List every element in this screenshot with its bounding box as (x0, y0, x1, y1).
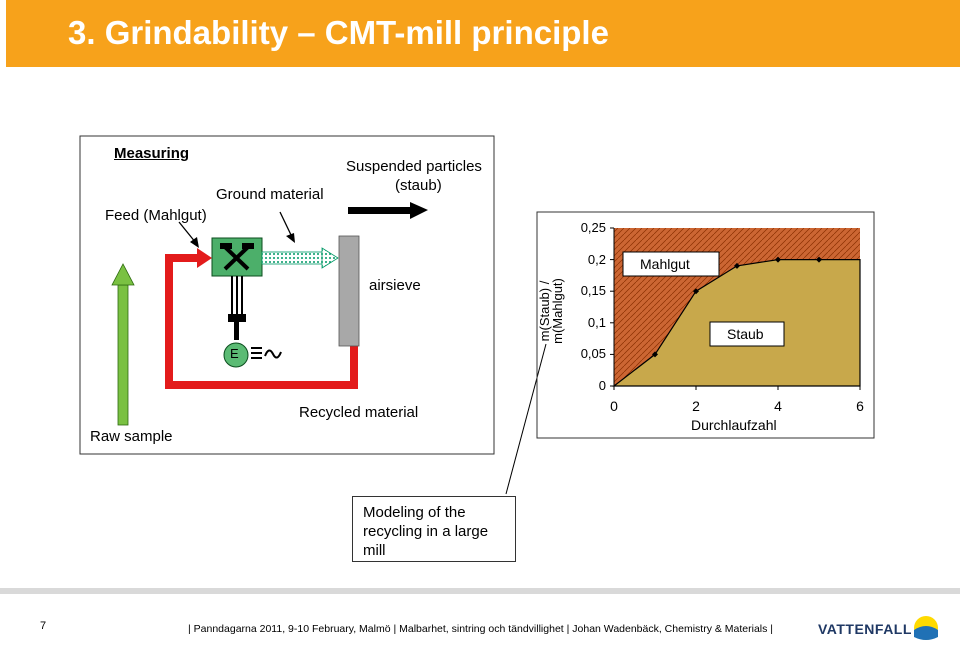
staub-annotation: Staub (727, 326, 764, 342)
measuring-heading: Measuring (114, 145, 190, 162)
footer-bar (0, 588, 960, 594)
x-tick-marks (613, 386, 861, 390)
diagram-frame (79, 135, 495, 455)
mill-block (211, 237, 263, 277)
mahlgut-box (622, 251, 720, 277)
recycle-loop (165, 248, 358, 389)
page-title: 3. Grindability – CMT-mill principle (68, 14, 609, 51)
y-tick-label: 0,1 (587, 314, 606, 330)
ground-material-pointer (279, 211, 295, 243)
y-tick-label: 0,15 (580, 283, 606, 299)
y-tick-label: 0,05 (580, 346, 606, 362)
data-marker (775, 256, 781, 263)
recycled-label: Recycled material (299, 404, 419, 421)
footer-info: Panndagarna 2011, 9-10 February, Malmö |… (193, 623, 774, 635)
vattenfall-logo-icon (914, 616, 938, 640)
footer-text: | Panndagarna 2011, 9-10 February, Malmö… (188, 623, 774, 635)
callout-line (505, 343, 547, 495)
raw-sample-arrow (111, 263, 135, 426)
y-tick-label: 0,25 (580, 220, 606, 235)
feed-pointer (178, 221, 199, 248)
chart-frame (536, 211, 875, 439)
feed-label: Feed (Mahlgut) (105, 207, 207, 224)
data-markers (652, 256, 822, 358)
modeling-box: Modeling of the recycling in a large mil… (352, 496, 516, 562)
x-tick-label: 4 (774, 398, 782, 414)
raw-sample-label: Raw sample (90, 428, 173, 445)
staub-arrow (348, 202, 428, 219)
staub-box (709, 321, 785, 347)
ground-material-label: Ground material (216, 186, 324, 203)
data-marker (652, 351, 658, 358)
staub-label: (staub) (395, 177, 442, 194)
x-tick-label: 0 (610, 398, 618, 414)
vattenfall-brand: VATTENFALL (818, 621, 912, 637)
y-tick-marks (610, 227, 614, 387)
suspended-label: Suspended particles (346, 158, 482, 175)
title-bar: 3. Grindability – CMT-mill principle (6, 0, 960, 67)
x-tick-label: 6 (856, 398, 864, 414)
mahlgut-annotation: Mahlgut (640, 256, 690, 272)
data-marker (693, 288, 699, 295)
airsieve-column (338, 235, 360, 347)
page-number: 7 (40, 620, 47, 632)
motor-label: E (230, 346, 239, 361)
x-tick-label: 2 (692, 398, 700, 414)
motor-assembly (223, 276, 282, 368)
y-tick-label: 0,2 (587, 251, 606, 267)
data-marker (734, 262, 740, 269)
data-marker (816, 256, 822, 263)
transfer-pipe (261, 247, 339, 269)
chart-xlabel: Durchlaufzahl (691, 417, 777, 433)
y-tick-label: 0 (598, 378, 606, 393)
airsieve-label: airsieve (369, 277, 421, 294)
